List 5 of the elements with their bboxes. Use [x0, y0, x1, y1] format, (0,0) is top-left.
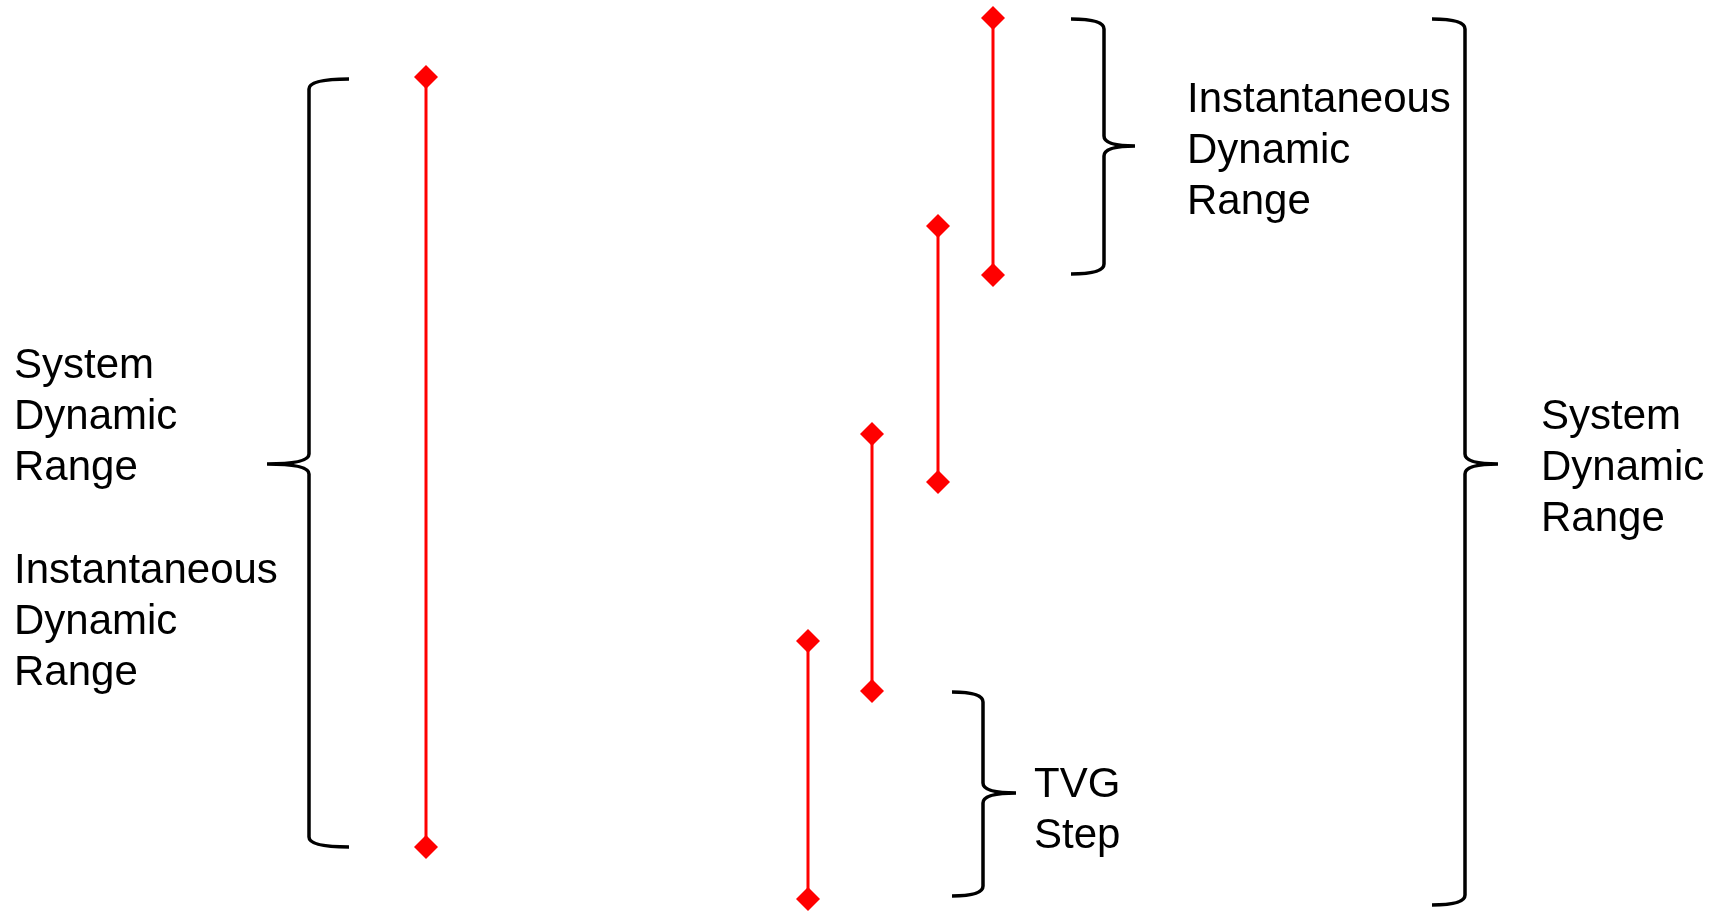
range-label: System Dynamic Range — [14, 339, 178, 491]
range-label: TVG Step — [1034, 758, 1121, 859]
range-label: Instantaneous Dynamic Range — [14, 544, 278, 696]
range-label: System Dynamic Range — [1541, 390, 1705, 542]
range-label: Instantaneous Dynamic Range — [1187, 73, 1451, 225]
